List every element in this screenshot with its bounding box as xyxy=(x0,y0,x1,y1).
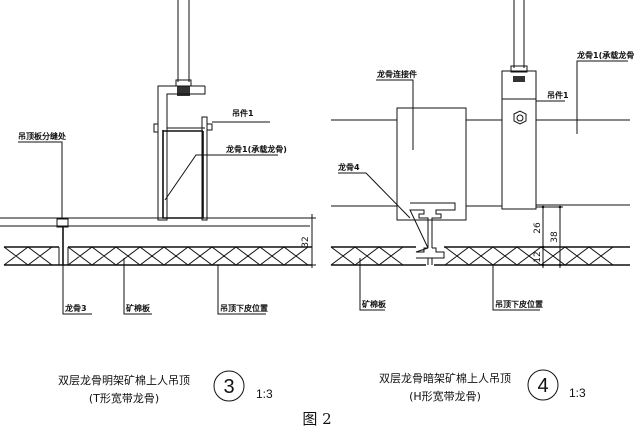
label-connector: 龙骨连接件 xyxy=(376,69,417,79)
detail-number-circle-4 xyxy=(527,369,559,401)
hanger-box xyxy=(501,70,537,210)
label-hanger: 吊件1 xyxy=(232,108,254,118)
title-detail-4: 双层龙骨暗架矿棉上人吊顶 xyxy=(379,371,511,385)
dim-label-32: 32 xyxy=(301,236,311,247)
subtitle-detail-3: (T形宽带龙骨) xyxy=(89,391,159,405)
dimension-32: 32 xyxy=(301,214,316,268)
detail-3: 32 吊件1 龙骨1(承载龙骨) 吊顶板分缝处 龙骨3 矿棉板 吊顶下皮位置 xyxy=(0,0,316,315)
label-hanger-right: 吊件1 xyxy=(547,90,569,100)
detail-number-3: 3 xyxy=(223,376,234,398)
caption-detail-3: 双层龙骨明架矿棉上人吊顶 (T形宽带龙骨) 3 1:3 xyxy=(58,370,273,405)
dim-label-12: 12 xyxy=(533,251,543,262)
label-main-runner-right: 龙骨1(承载龙骨) xyxy=(576,50,634,60)
title-detail-3: 双层龙骨明架矿棉上人吊顶 xyxy=(58,373,190,387)
detail-number-circle-3 xyxy=(213,370,245,402)
subtitle-detail-4: (H形宽带龙骨) xyxy=(409,389,481,403)
scale-detail-3: 1:3 xyxy=(256,387,273,401)
detail-4: 26 38 12 龙骨连接件 龙骨4 吊件1 龙骨1(承载龙骨) 矿棉板 吊顶下… xyxy=(330,0,634,311)
detail-number-4: 4 xyxy=(537,375,548,397)
label-panel-joint: 吊顶板分缝处 xyxy=(18,131,67,141)
hanger-bracket xyxy=(153,85,213,221)
scale-detail-4: 1:3 xyxy=(569,386,586,400)
label-ceiling-bottom-right: 吊顶下皮位置 xyxy=(495,299,543,309)
mineral-board-right xyxy=(330,246,630,266)
mineral-board-left xyxy=(3,246,312,266)
label-runner3: 龙骨3 xyxy=(64,303,87,313)
label-runner4: 龙骨4 xyxy=(337,162,360,172)
label-mineral-board-right: 矿棉板 xyxy=(362,299,387,309)
h-runner xyxy=(409,202,456,265)
label-mineral-board: 矿棉板 xyxy=(126,303,151,313)
figure-caption: 图 2 xyxy=(302,410,331,428)
label-main-runner: 龙骨1(承载龙骨) xyxy=(225,144,287,154)
label-ceiling-bottom: 吊顶下皮位置 xyxy=(220,303,268,313)
hanger-rod-right xyxy=(510,0,528,82)
caption-detail-4: 双层龙骨暗架矿棉上人吊顶 (H形宽带龙骨) 4 1:3 xyxy=(379,369,586,403)
dim-label-26: 26 xyxy=(533,222,543,234)
dim-label-38: 38 xyxy=(550,231,560,243)
hanger-rod xyxy=(175,0,192,96)
dimensions-right: 26 38 12 xyxy=(533,205,563,268)
